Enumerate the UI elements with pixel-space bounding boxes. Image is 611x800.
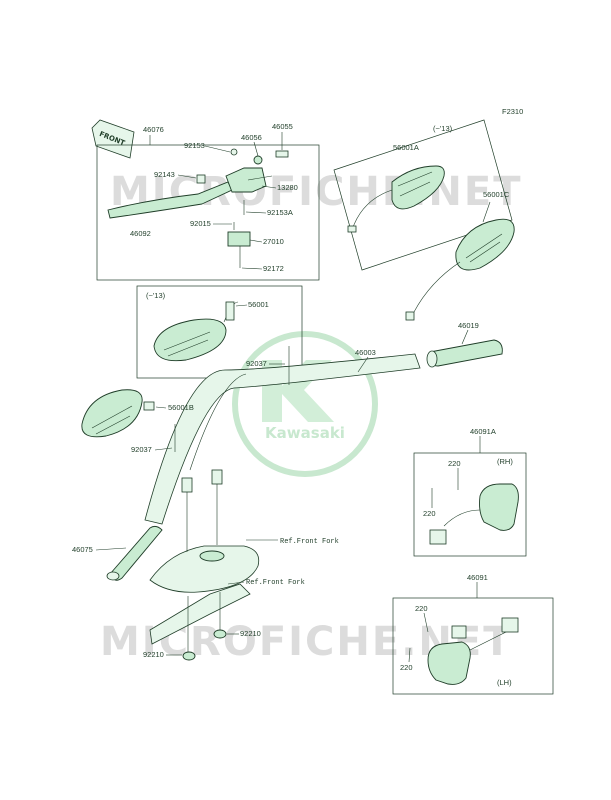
label-220d: 220 xyxy=(400,663,413,672)
diagram-code: F2310 xyxy=(502,107,523,116)
label-46055: 46055 xyxy=(272,122,293,131)
handlebar-clamp xyxy=(149,484,260,652)
pivot-92143 xyxy=(196,174,206,184)
label-92015: 92015 xyxy=(190,219,211,228)
label-46091a: 46091A xyxy=(470,427,496,436)
label-92153: 92153 xyxy=(184,141,205,150)
label-56001a: 56001A xyxy=(393,143,419,152)
label-46092: 46092 xyxy=(130,229,151,238)
label-92210a: 92210 xyxy=(240,629,261,638)
ref-front-fork-lower: Ref.Front Fork xyxy=(246,579,305,587)
grip-46019 xyxy=(426,339,503,368)
label-220a: 220 xyxy=(448,459,461,468)
label-46003: 46003 xyxy=(355,348,376,357)
lh-switch-46091 xyxy=(427,617,519,685)
label-220b: 220 xyxy=(423,509,436,518)
label-56001b: 56001B xyxy=(168,403,194,412)
mirror-56001a-box xyxy=(333,119,513,271)
rh-note: (RH) xyxy=(497,457,513,466)
label-92153a: 92153A xyxy=(267,208,293,217)
front-arrow-icon: FRONT xyxy=(91,119,135,159)
label-46076: 46076 xyxy=(143,125,164,134)
clutch-lever xyxy=(107,167,273,219)
screw-92153 xyxy=(230,148,238,156)
clutch-lever-box xyxy=(96,144,320,281)
label-92210b: 92210 xyxy=(143,650,164,659)
label-92172: 92172 xyxy=(263,264,284,273)
lh-switch-box xyxy=(392,597,554,695)
lh-note: (LH) xyxy=(497,678,512,687)
label-27010: 27010 xyxy=(263,237,284,246)
throttle-grip-46075 xyxy=(106,525,163,581)
clutch-bracket xyxy=(227,222,251,268)
ref-front-fork-upper: Ref.Front Fork xyxy=(280,538,339,546)
year-note-b: (~'13) xyxy=(146,291,166,300)
mirror-56001c xyxy=(405,218,515,321)
label-46019: 46019 xyxy=(458,321,479,330)
label-46075: 46075 xyxy=(72,545,93,554)
washer-46056 xyxy=(253,155,263,165)
rh-switch-box xyxy=(413,452,527,557)
label-56001c: 56001C xyxy=(483,190,510,199)
kawasaki-logo: Kawasaki xyxy=(232,331,378,477)
bolt-46055 xyxy=(275,150,289,158)
label-46056: 46056 xyxy=(241,133,262,142)
nut-92210-upper xyxy=(213,629,227,639)
label-220c: 220 xyxy=(415,604,428,613)
year-note-a: (~'13) xyxy=(433,124,453,133)
mirror-56001b xyxy=(81,389,155,438)
label-92037a: 92037 xyxy=(246,359,267,368)
mirror-56001 xyxy=(153,301,239,362)
rh-switch-46091a xyxy=(429,483,519,545)
label-13280: 13280 xyxy=(277,183,298,192)
label-56001: 56001 xyxy=(248,300,269,309)
label-46091: 46091 xyxy=(467,573,488,582)
label-92037b: 92037 xyxy=(131,445,152,454)
nut-92210-lower xyxy=(182,651,196,661)
brand-text: Kawasaki xyxy=(265,424,345,442)
label-92143: 92143 xyxy=(154,170,175,179)
mirror-56001a xyxy=(347,165,445,233)
